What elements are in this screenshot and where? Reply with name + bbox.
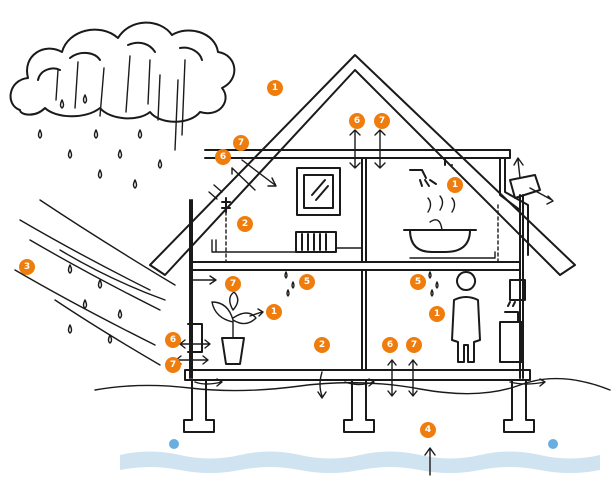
badge-plinth-6: 6: [165, 332, 181, 348]
svg-text:1: 1: [434, 309, 440, 319]
moisture-arrows: [176, 130, 545, 398]
badge-layer: 1 6 7 7 6 1 2 3 7 5 5 1 1 6 7 2 6 7 4: [19, 80, 463, 438]
svg-text:4: 4: [425, 425, 431, 435]
badge-condensation-right: 5: [410, 274, 426, 290]
badge-outside-air: 1: [267, 80, 283, 96]
badge-groundwater: 4: [420, 422, 436, 438]
groundwater-drop-left: [169, 439, 179, 449]
driving-rain: [15, 200, 175, 365]
svg-text:2: 2: [319, 340, 325, 350]
svg-text:5: 5: [304, 277, 310, 287]
svg-text:7: 7: [379, 116, 385, 126]
badge-condensation-left: 5: [299, 274, 315, 290]
badge-plinth-7: 7: [165, 357, 181, 373]
badge-person: 1: [429, 306, 445, 322]
svg-text:6: 6: [387, 340, 393, 350]
badge-floor-6: 6: [382, 337, 398, 353]
badge-attic-6: 6: [349, 113, 365, 129]
svg-text:6: 6: [220, 152, 226, 162]
svg-text:7: 7: [411, 340, 417, 350]
badge-wall-7: 7: [225, 276, 241, 292]
badge-roof-7: 7: [233, 135, 249, 151]
svg-text:5: 5: [415, 277, 421, 287]
rain-cloud: [11, 23, 235, 188]
badge-floor-7: 7: [406, 337, 422, 353]
svg-text:7: 7: [238, 138, 244, 148]
svg-text:2: 2: [242, 219, 248, 229]
badge-wall-2: 2: [237, 216, 253, 232]
svg-text:7: 7: [230, 279, 236, 289]
badge-driving-rain: 3: [19, 259, 35, 275]
svg-text:1: 1: [271, 307, 277, 317]
badge-bathroom-1: 1: [447, 177, 463, 193]
badge-floor-2: 2: [314, 337, 330, 353]
badge-plant: 1: [266, 304, 282, 320]
svg-text:6: 6: [170, 335, 176, 345]
badge-attic-7: 7: [374, 113, 390, 129]
svg-text:1: 1: [272, 83, 278, 93]
groundwater-drop-right: [548, 439, 558, 449]
svg-text:6: 6: [354, 116, 360, 126]
svg-text:7: 7: [170, 360, 176, 370]
svg-text:1: 1: [452, 180, 458, 190]
svg-text:3: 3: [24, 262, 30, 272]
groundwater: [120, 439, 600, 475]
badge-roof-6: 6: [215, 149, 231, 165]
